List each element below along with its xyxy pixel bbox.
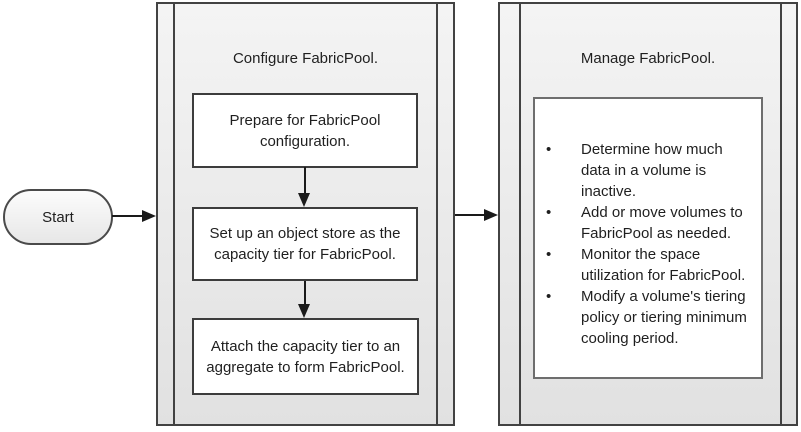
arrow-configure-to-manage-head-icon: [484, 209, 498, 221]
manage-right-band-line: [780, 4, 782, 424]
list-item: • Monitor the space utilization for Fabr…: [543, 244, 755, 286]
configure-title: Configure FabricPool.: [232, 50, 379, 67]
arrow-step1-to-step2-line: [304, 167, 306, 194]
step-object-store-label: Set up an object store as the capacity t…: [209, 225, 401, 263]
step-attach-label: Attach the capacity tier to an aggregate…: [206, 337, 405, 376]
task-monitor-space-label: Monitor the space utilization for Fabric…: [581, 246, 746, 284]
manage-task-panel: • Determine how much data in a volume is…: [533, 97, 763, 379]
arrow-step1-to-step2-head-icon: [298, 193, 310, 207]
list-item: • Add or move volumes to FabricPool as n…: [543, 202, 755, 244]
step-attach-box: Attach the capacity tier to an aggregate…: [192, 318, 419, 395]
bullet-icon: •: [546, 141, 552, 158]
bullet-icon: •: [546, 246, 552, 263]
step-object-store-box: Set up an object store as the capacity t…: [192, 207, 418, 281]
arrow-configure-to-manage-line: [455, 214, 486, 216]
configure-right-band-line: [436, 4, 438, 424]
bullet-icon: •: [546, 204, 552, 221]
task-modify-policy-label: Modify a volume's tiering policy or tier…: [581, 288, 747, 347]
arrow-step2-to-step3-head-icon: [298, 304, 310, 318]
start-label: Start: [42, 208, 74, 226]
configure-left-band-line: [173, 4, 175, 424]
bullet-icon: •: [546, 288, 552, 305]
arrow-step2-to-step3-line: [304, 281, 306, 305]
list-item: • Determine how much data in a volume is…: [543, 139, 755, 202]
step-prepare-box: Prepare for FabricPool configuration.: [192, 93, 418, 168]
manage-left-band-line: [519, 4, 521, 424]
arrow-start-to-configure-line: [112, 215, 144, 217]
start-terminator: Start: [3, 189, 113, 245]
task-inactive-data-label: Determine how much data in a volume is i…: [581, 141, 723, 200]
step-prepare-label: Prepare for FabricPool configuration.: [229, 111, 381, 150]
list-item: • Modify a volume's tiering policy or ti…: [543, 286, 755, 349]
manage-title: Manage FabricPool.: [580, 50, 716, 67]
task-add-volumes-label: Add or move volumes to FabricPool as nee…: [581, 204, 743, 242]
arrow-start-to-configure-head-icon: [142, 210, 156, 222]
